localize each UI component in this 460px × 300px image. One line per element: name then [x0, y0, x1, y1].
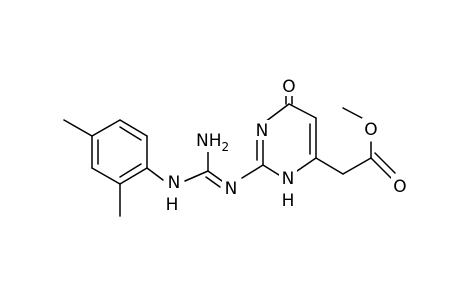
atom-n-aryl-nh: N	[168, 173, 181, 193]
bond-ar-6-inner	[119, 163, 142, 178]
atom-n-ring-top: N	[256, 121, 269, 141]
bond-c4-ch2	[315, 157, 344, 175]
bond-c4-n3	[296, 157, 317, 172]
bond-methyl-para	[63, 119, 93, 137]
bond-ar-6	[119, 167, 148, 185]
bond-cester-o-1	[370, 157, 392, 179]
bond-c2-nimine	[241, 164, 264, 179]
bond-ar-2-inner	[119, 126, 142, 141]
bond-nimine-cg-1	[207, 170, 223, 182]
atom-o-ester-double: O	[393, 177, 406, 197]
bond-nimine-cg-2	[205, 176, 221, 188]
atom-h-ring-nh: H	[282, 191, 295, 211]
bond-o-methyl	[342, 107, 363, 119]
atom-n-imine: N	[225, 179, 238, 199]
bond-nh-aryl	[146, 167, 164, 181]
atom-nh2: NH2	[196, 131, 229, 154]
bond-cg-nh	[184, 170, 209, 182]
bonds	[63, 83, 396, 217]
bond-cester-o-2	[374, 152, 396, 174]
bond-ar-2	[119, 119, 148, 137]
bond-ar-3	[91, 119, 121, 137]
bond-c6-n1	[264, 103, 290, 123]
atom-o-ester-single: O	[364, 120, 377, 140]
atom-h-aryl-nh: H	[166, 195, 179, 215]
bond-n3-c2	[262, 164, 280, 176]
atom-o-carbonyl: O	[282, 77, 295, 97]
bond-ch2-cester	[342, 157, 372, 175]
bond-c6-c5	[288, 103, 317, 119]
bond-ar-5	[91, 167, 121, 185]
atom-n-ring-nh: N	[282, 169, 295, 189]
atom-labels: O N N H N N H NH2 O O	[163, 76, 409, 215]
